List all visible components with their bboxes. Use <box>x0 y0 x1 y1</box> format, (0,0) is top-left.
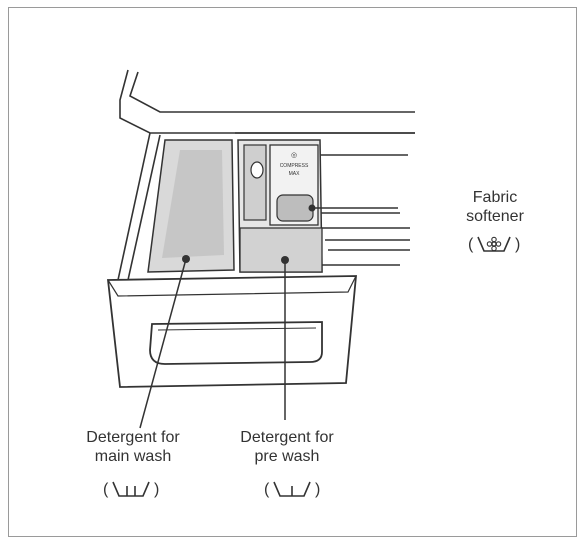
tub-one-bar-icon: ( ) <box>264 481 320 498</box>
compartment-mark-line1: ◎ <box>291 152 297 159</box>
figure-frame <box>8 7 577 537</box>
svg-text:(: ( <box>264 481 270 498</box>
fabric-softener-line1: Fabric <box>472 189 518 206</box>
machine-outline <box>117 69 415 281</box>
compartment-mark-line3: MAX <box>289 171 301 177</box>
pre-wash-line2: pre wash <box>254 448 320 465</box>
fabric-softener-symbol: ( ) <box>466 233 524 255</box>
drawer-front <box>106 275 357 388</box>
svg-text:): ) <box>315 481 320 498</box>
flower-in-tub-icon: ( ) <box>468 236 520 253</box>
fabric-softener-line2: softener <box>466 208 524 225</box>
softener-compartment: ◎ COMPRESS MAX <box>243 144 319 226</box>
pre-wash-symbol: ( ) <box>262 478 324 500</box>
svg-text:): ) <box>515 236 520 253</box>
main-wash-line2: main wash <box>94 448 172 465</box>
compartment-mark-line2: COMPRESS <box>280 163 309 169</box>
main-wash-label: Detergent for main wash <box>58 428 208 466</box>
pre-wash-line1: Detergent for <box>240 429 334 446</box>
svg-text:): ) <box>154 481 159 498</box>
pre-wash-label: Detergent for pre wash <box>222 428 352 466</box>
leader-lines <box>139 207 398 429</box>
svg-text:(: ( <box>468 236 474 253</box>
main-wash-compartment <box>147 139 235 273</box>
svg-text:(: ( <box>103 481 109 498</box>
main-wash-symbol: ( ) <box>101 478 163 500</box>
main-wash-line1: Detergent for <box>86 429 180 446</box>
fabric-softener-label: Fabric softener <box>440 188 550 226</box>
tub-two-bars-icon: ( ) <box>103 481 159 498</box>
